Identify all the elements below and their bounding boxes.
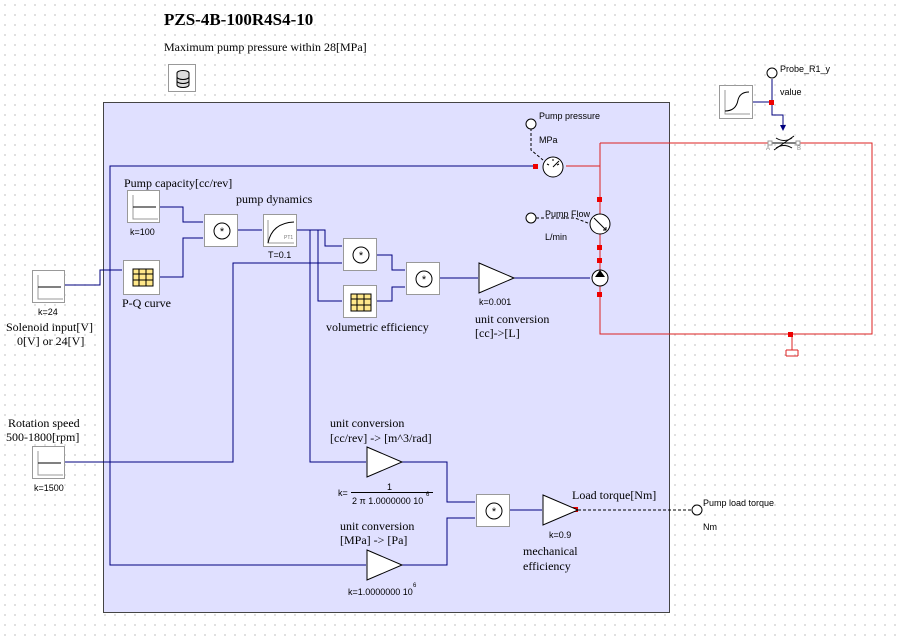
pump-flow-unit: L/min (545, 232, 568, 242)
gain-cc-to-m3[interactable] (366, 446, 404, 479)
unit-conv-l-label-1: unit conversion (475, 312, 550, 326)
variable-restrictor-icon[interactable] (764, 134, 804, 154)
wire-dyn-volef (317, 230, 342, 302)
probe-value-label: value (780, 87, 802, 97)
gain-mechanical-efficiency[interactable] (542, 494, 580, 527)
wire-probe (771, 79, 786, 131)
svg-text:*: * (359, 250, 364, 262)
pump-dynamics-label: pump dynamics (236, 192, 313, 206)
rotation-label-1: Rotation speed (8, 416, 80, 430)
pump-load-torque-label: Pump load torque (703, 498, 775, 508)
rotation-label-2: 500-1800[rpm] (6, 430, 80, 444)
gain-m3-exp: 6 (426, 492, 430, 498)
probe-label: Probe_R1_y (780, 64, 831, 74)
wire-mult2-out (377, 254, 405, 271)
port-a-label: A (766, 146, 771, 152)
pump-load-torque-output[interactable] (690, 503, 704, 517)
wire-pressure-fb (109, 165, 535, 566)
pump-pressure-output[interactable] (524, 117, 538, 131)
load-torque-label: Load torque[Nm] (572, 488, 657, 502)
product-block-4[interactable]: * (476, 494, 510, 527)
pq-curve-label: P-Q curve (122, 296, 171, 310)
ramp-source-block[interactable] (719, 85, 753, 119)
hyd-right (792, 142, 873, 335)
flow-meter-icon[interactable] (586, 210, 614, 238)
wire-pa-mult (402, 517, 475, 566)
pump-flow-label: Pump Flow (545, 209, 591, 219)
unit-conv-pa-label-2: [MPa] -> [Pa] (340, 533, 408, 547)
gain-m3-k: k= (338, 488, 348, 498)
volumetric-efficiency-label: volumetric efficiency (326, 320, 429, 334)
mech-eff-label-2: efficiency (523, 559, 571, 573)
gain-m3-num: 1 (387, 482, 393, 492)
svg-text:*: * (422, 274, 427, 286)
wire-pressure-sensor (530, 128, 544, 161)
gain-pa-k: k=1.0000000 10 (348, 587, 413, 597)
pump-dynamics-block[interactable]: PT1 (263, 214, 297, 247)
unit-conv-m3-label-1: unit conversion (330, 416, 405, 430)
pump-pressure-label: Pump pressure (539, 111, 601, 121)
wire-dyn-down (309, 230, 366, 463)
pump-pressure-unit: MPa (539, 135, 558, 145)
solenoid-label-1: Solenoid input[V] (6, 320, 93, 334)
svg-text:*: * (492, 506, 497, 518)
pump-capacity-k: k=100 (130, 227, 155, 237)
pq-curve-table[interactable] (123, 260, 160, 295)
wire-m3-mult (402, 461, 475, 503)
pump-capacity-label: Pump capacity[cc/rev] (124, 176, 233, 190)
wire-pq (160, 237, 203, 278)
pump-dynamics-t: T=0.1 (268, 250, 292, 260)
gain-cc-to-l[interactable] (478, 262, 516, 295)
database-icon[interactable] (168, 64, 196, 92)
gain-mpa-to-pa[interactable] (366, 549, 404, 582)
page-title: PZS-4B-100R4S4-10 (164, 10, 314, 29)
pump-subsystem[interactable] (103, 102, 670, 613)
svg-text:PT1: PT1 (284, 235, 293, 241)
port-b-label: B (797, 146, 802, 152)
wire-capacity (160, 206, 203, 223)
gain-09-k: k=0.9 (549, 530, 572, 540)
svg-text:*: * (220, 226, 225, 238)
product-block-3[interactable]: * (406, 262, 440, 295)
pressure-gauge-icon[interactable] (540, 154, 568, 180)
probe-output[interactable] (765, 66, 779, 80)
subtitle: Maximum pump pressure within 28[MPa] (164, 40, 367, 54)
rotation-k: k=1500 (34, 483, 64, 493)
solenoid-k: k=24 (38, 307, 58, 317)
gain-m3-den: 2 π 1.0000000 10 (352, 496, 424, 506)
product-block-1[interactable]: * (204, 214, 238, 247)
unit-conv-pa-label-1: unit conversion (340, 519, 415, 533)
wire-flow-sensor (531, 217, 594, 226)
wire-solenoid (65, 269, 122, 286)
solenoid-input-constant[interactable] (32, 270, 65, 303)
tank-icon (785, 349, 799, 357)
wire-dyn-out (297, 229, 342, 247)
gain-cc-to-l-k: k=0.001 (479, 297, 512, 307)
product-block-2[interactable]: * (343, 238, 377, 271)
pump-icon[interactable] (590, 268, 612, 290)
wire-volef-out (377, 286, 405, 302)
pump-flow-output[interactable] (524, 211, 538, 225)
hyd-main (599, 143, 793, 350)
unit-conv-m3-label-2: [cc/rev] -> [m^3/rad] (330, 431, 432, 445)
pump-capacity-constant[interactable] (127, 190, 160, 223)
wire-rotation (65, 262, 342, 463)
rotation-speed-constant[interactable] (32, 446, 65, 479)
mech-eff-label-1: mechanical (523, 544, 578, 558)
volumetric-efficiency-table[interactable] (343, 285, 377, 318)
gain-m3-fraction-bar (351, 492, 433, 493)
solenoid-label-2: 0[V] or 24[V] (17, 334, 85, 348)
pump-load-torque-unit: Nm (703, 522, 717, 532)
gain-pa-exp: 6 (413, 583, 417, 589)
unit-conv-l-label-2: [cc]->[L] (475, 326, 520, 340)
